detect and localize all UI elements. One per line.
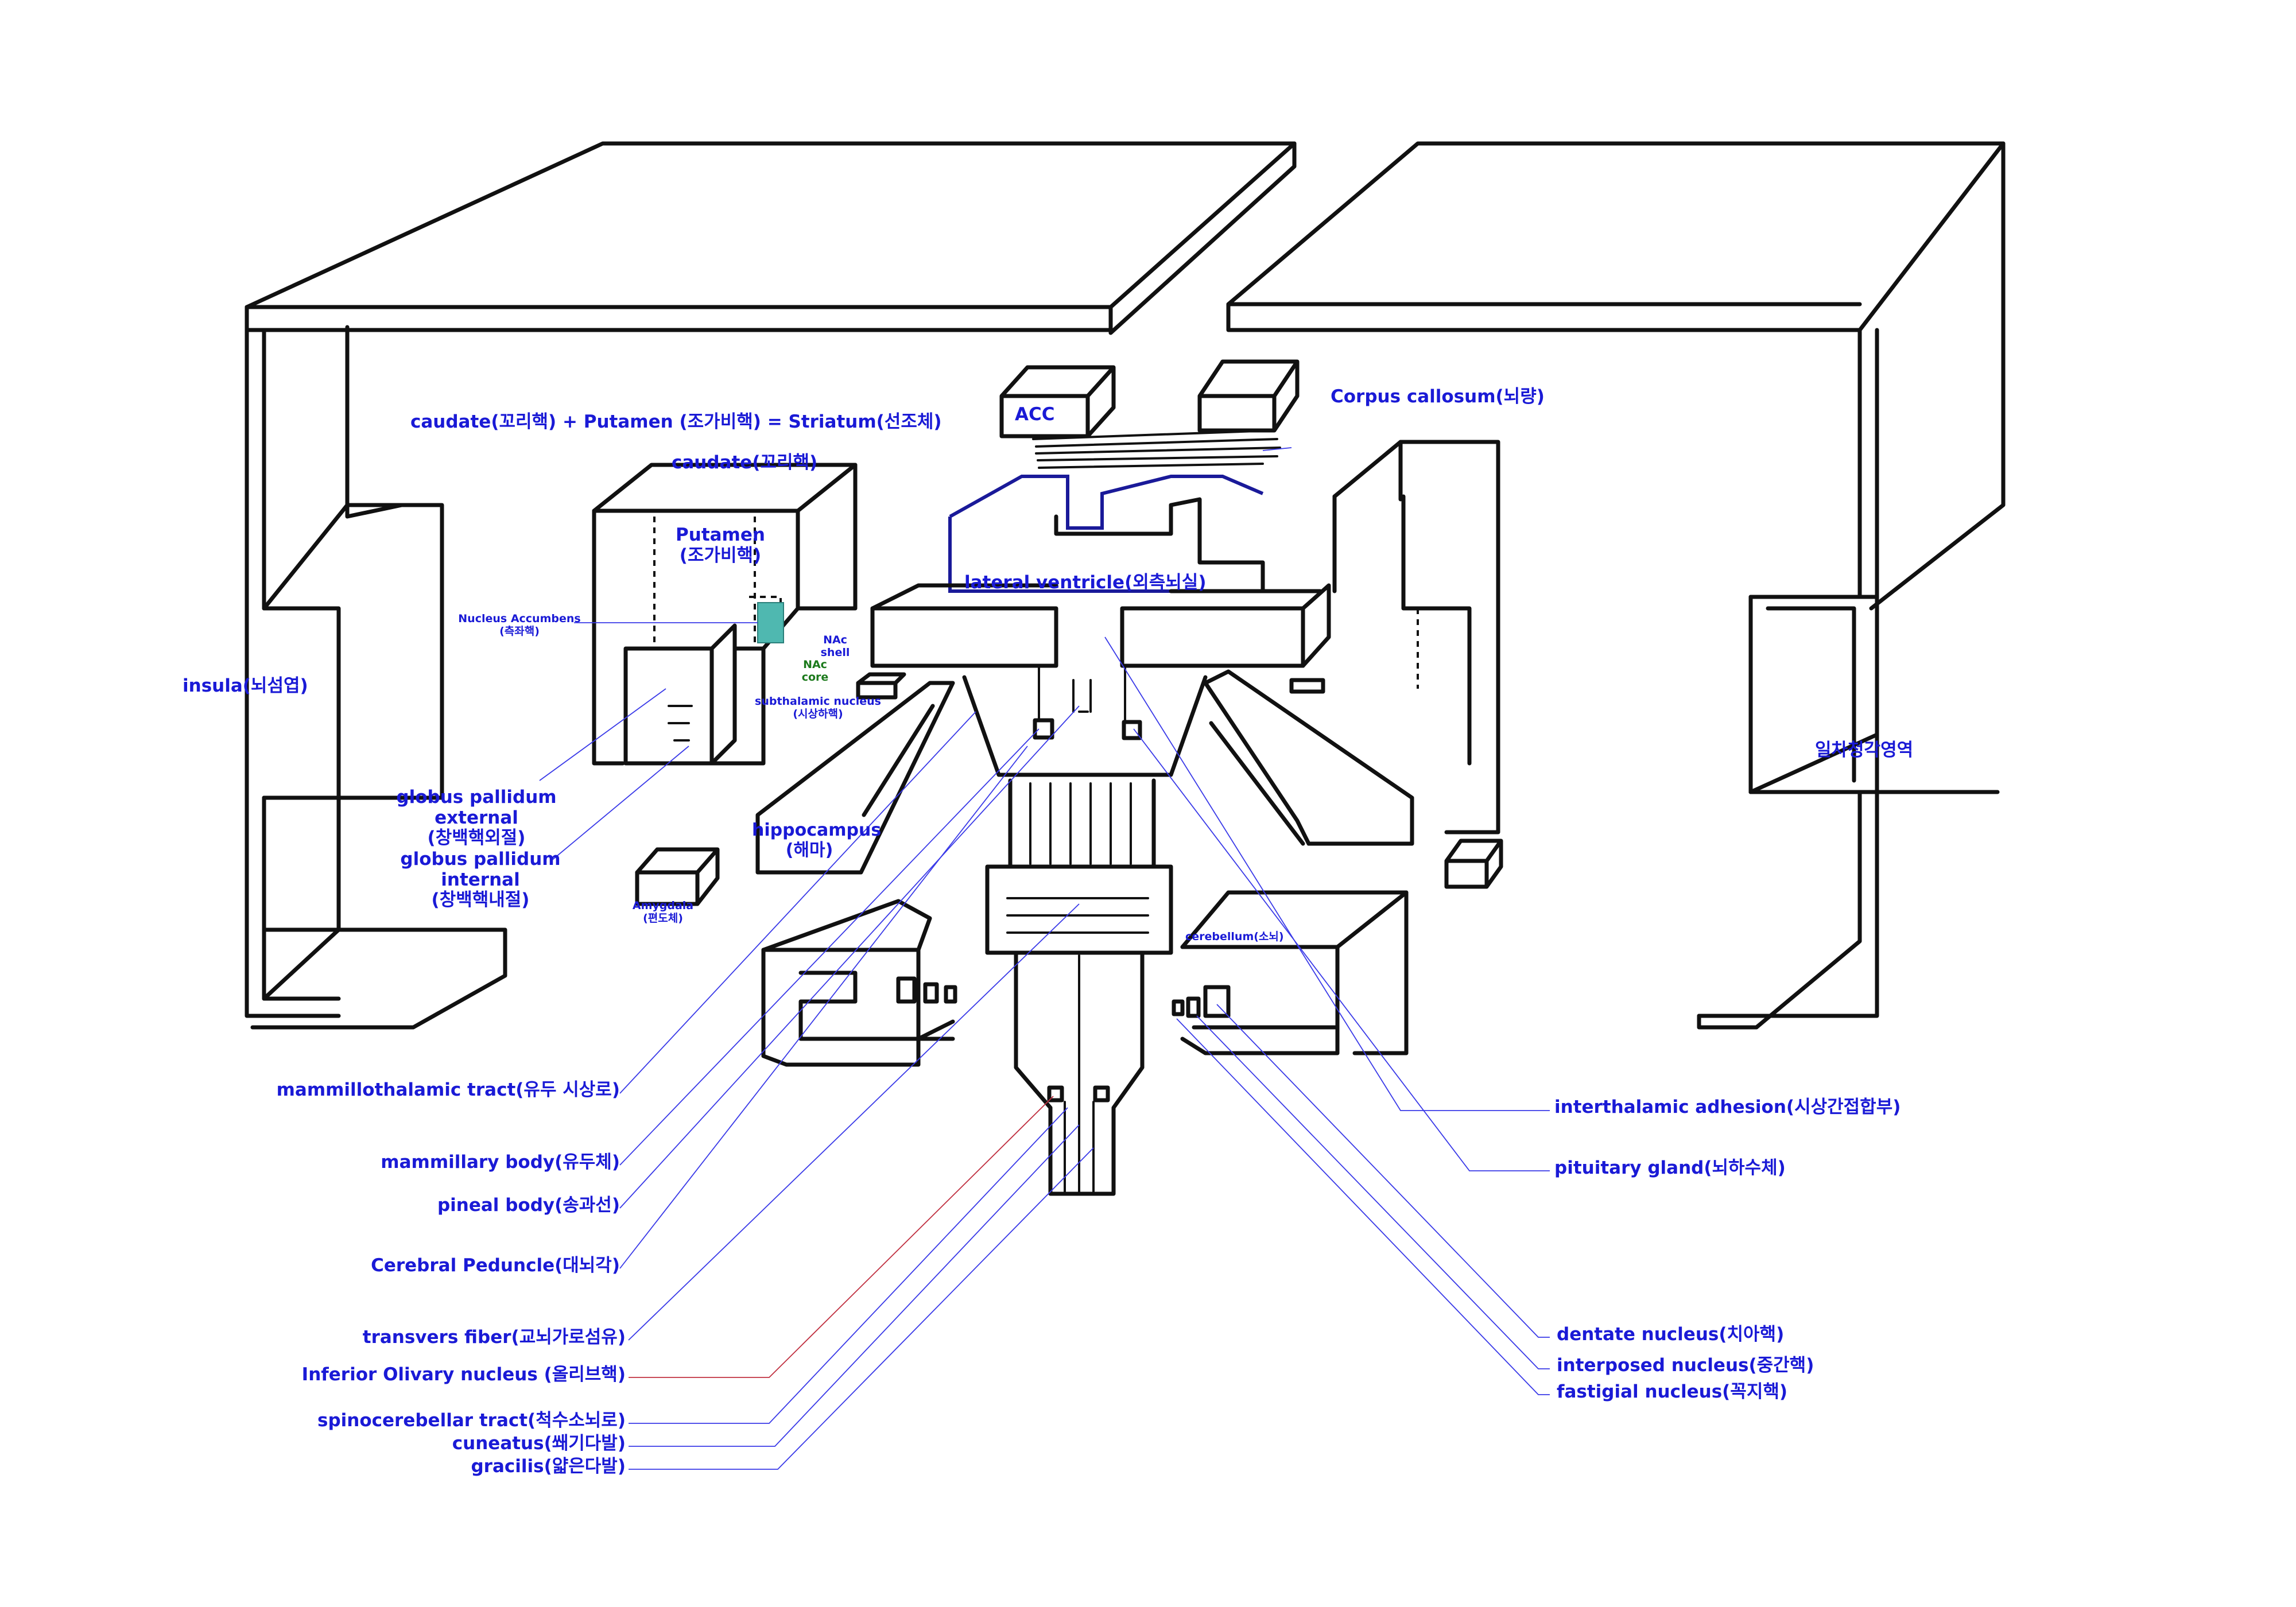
- pineal-body-label: pineal body(송과선): [437, 1195, 620, 1216]
- right-cortex-shell: [1226, 141, 2006, 1030]
- nac-core-label-line1: NAc: [803, 658, 827, 671]
- transverse-fiber-label: transvers fiber(교뇌가로섬유): [362, 1327, 626, 1348]
- small-nuclei-boxes: [856, 665, 1325, 740]
- caudate-label: caudate(꼬리핵): [672, 452, 818, 473]
- dentate-nucleus-label: dentate nucleus(치아핵): [1557, 1324, 1785, 1345]
- gpi-label-line2: internal: [441, 869, 520, 890]
- left-cerebellum-frame: [761, 899, 957, 1067]
- subthalamic-label-line2: (시상하핵): [793, 707, 843, 720]
- fastigial-nucleus-label: fastigial nucleus(꼭지핵): [1557, 1381, 1788, 1402]
- right-striatum-block: [1332, 440, 1500, 834]
- putamen-label-line2: (조가비핵): [679, 545, 762, 566]
- corpus-callosum-label: Corpus callosum(뇌량): [1331, 386, 1545, 407]
- acc-label: ACC: [1015, 404, 1055, 425]
- spinocerebellar-tract-label: spinocerebellar tract(척수소뇌로): [317, 1410, 626, 1431]
- gracilis-label: gracilis(얇은다발): [471, 1456, 626, 1477]
- cuneatus-label: cuneatus(쐐기다발): [452, 1433, 626, 1454]
- mammillothalamic-tract-label: mammillothalamic tract(유두 시상로): [276, 1080, 620, 1100]
- primary-auditory-cortex-label: 일차청각영역: [1815, 740, 1914, 760]
- gpi-label-line3: (창백핵내절): [431, 890, 530, 911]
- putamen-label: Putamen (조가비핵): [663, 525, 778, 566]
- left-cortex-shell: [245, 141, 1297, 1030]
- pituitary-gland-label: pituitary gland(뇌하수체): [1554, 1158, 1786, 1178]
- leader-lines: [539, 447, 1550, 1470]
- amygdala-label-line1: Amygdala: [632, 899, 694, 912]
- lateral-ventricle-label: lateral ventricle(외측뇌실): [964, 572, 1207, 593]
- hippocampus-label-line1: hippocampus: [752, 820, 882, 840]
- right-cerebellum-frame: [1172, 890, 1409, 1055]
- brainstem: [962, 675, 1208, 1196]
- hippocampus-label-line2: (해마): [785, 840, 833, 860]
- interthalamic-adhesion-label: interthalamic adhesion(시상간접합부): [1554, 1097, 1901, 1117]
- striatum-formula-label: caudate(꼬리핵) + Putamen (조가비핵) = Striatum…: [410, 412, 942, 432]
- mammillary-body-label: mammillary body(유두체): [381, 1152, 620, 1173]
- nucleus-accumbens-label: Nucleus Accumbens (측좌핵): [448, 612, 591, 638]
- cerebellum-label: cerebellum(소뇌): [1185, 930, 1284, 943]
- striatum-block: [592, 463, 858, 766]
- nac-shell-label-line2: shell: [820, 646, 850, 659]
- inferior-olivary-nucleus-label: Inferior Olivary nucleus (올리브핵): [301, 1364, 626, 1385]
- nac-shell-label: NAc shell: [815, 634, 855, 659]
- gpi-label-line1: globus pallidum: [400, 849, 561, 870]
- amygdala-box: [635, 847, 720, 906]
- cerebral-peduncle-label: Cerebral Peduncle(대뇌각): [371, 1255, 620, 1276]
- nac-core-label: NAc core: [795, 658, 835, 684]
- subthalamic-nucleus-label: subthalamic nucleus (시상하핵): [755, 695, 881, 721]
- putamen-label-line1: Putamen: [676, 525, 765, 545]
- interposed-nucleus-label: interposed nucleus(중간핵): [1557, 1355, 1814, 1376]
- amygdala-label-line2: (편도체): [643, 911, 683, 925]
- amygdala-label: Amygdala (편도체): [617, 899, 709, 925]
- gpe-label-line1: globus pallidum: [396, 787, 557, 808]
- gpe-label-line2: external: [435, 807, 518, 828]
- globus-pallidus-external-label: globus pallidum external (창백핵외절): [385, 787, 568, 849]
- hippocampus-label: hippocampus (해마): [752, 820, 882, 860]
- acc-boxes: [999, 359, 1300, 438]
- insula-label: insula(뇌섬엽): [183, 676, 308, 696]
- lateral-ventricle-shape: [870, 475, 1331, 668]
- globus-pallidus-internal-label: globus pallidum internal (창백핵내절): [389, 849, 572, 911]
- nac-shell-label-line1: NAc: [823, 634, 847, 646]
- corpus-callosum-fibers: [1032, 429, 1281, 469]
- nucleus-accumbens-label-line2: (측좌핵): [499, 624, 540, 638]
- right-small-box: [1444, 839, 1503, 889]
- subthalamic-label-line1: subthalamic nucleus: [755, 695, 881, 708]
- gpe-label-line3: (창백핵외절): [427, 828, 526, 849]
- nac-core-label-line2: core: [801, 670, 829, 684]
- nucleus-accumbens-label-line1: Nucleus Accumbens: [458, 612, 581, 625]
